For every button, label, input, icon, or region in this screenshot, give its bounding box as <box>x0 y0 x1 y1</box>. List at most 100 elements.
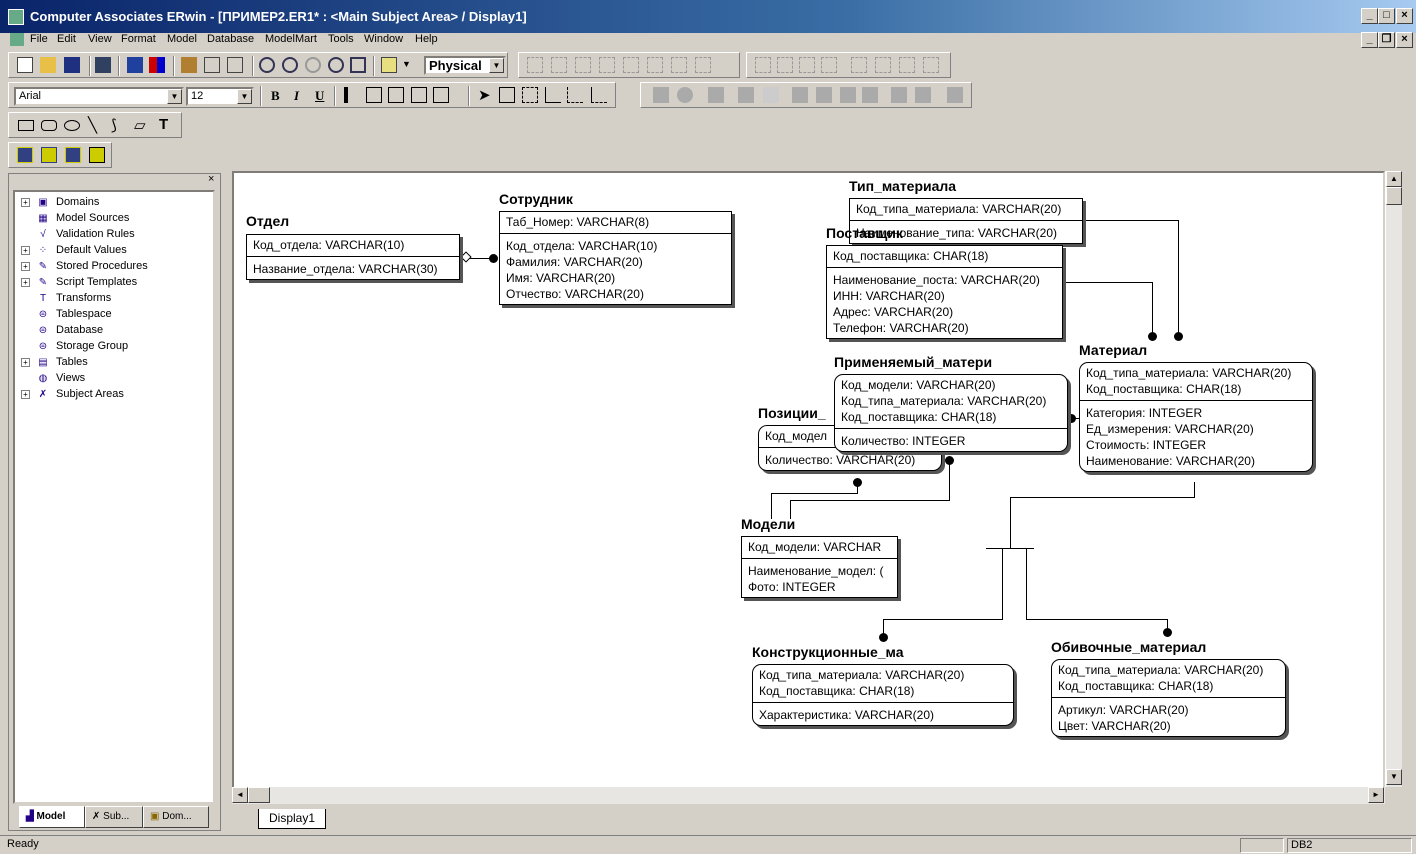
new-icon[interactable] <box>17 57 33 73</box>
tab-subject-areas[interactable]: ✗ Sub... <box>85 806 143 828</box>
relationship-poz-modeli[interactable] <box>857 481 858 493</box>
tree-item-subject-areas[interactable]: +✗Subject Areas <box>21 386 124 402</box>
menu-tools[interactable]: Tools <box>328 33 354 45</box>
text-color-icon[interactable] <box>366 87 382 103</box>
db-9-icon[interactable] <box>891 87 907 103</box>
vertical-scroll-thumb[interactable] <box>1386 187 1402 205</box>
mdi-restore-button[interactable]: ❐ <box>1378 32 1395 48</box>
entity-name[interactable]: Позиции_ <box>758 405 826 421</box>
polyline-icon[interactable]: ⟆ <box>111 117 117 134</box>
font-color-icon[interactable] <box>411 87 427 103</box>
align-8-icon[interactable] <box>923 57 939 73</box>
mm-1-icon[interactable] <box>17 147 33 163</box>
attribute[interactable]: Артикул: VARCHAR(20) <box>1058 703 1189 717</box>
minimize-button[interactable]: _ <box>1361 8 1378 24</box>
comment-icon[interactable] <box>227 57 243 73</box>
db-7-icon[interactable] <box>840 87 856 103</box>
close-button[interactable]: × <box>1396 8 1413 24</box>
attribute[interactable]: Наименование_модел: ( <box>748 564 884 578</box>
attribute[interactable]: Отчество: VARCHAR(20) <box>506 287 644 301</box>
key-attribute[interactable]: Таб_Номер: VARCHAR(8) <box>506 215 650 229</box>
entity-tip-materiala[interactable]: Код_типа_материала: VARCHAR(20) Наименов… <box>849 198 1083 244</box>
scroll-right-icon[interactable]: ► <box>1368 787 1384 803</box>
tree-item-default-values[interactable]: +⁘Default Values <box>21 242 127 258</box>
category-tool-icon[interactable] <box>522 87 538 103</box>
layout-6-icon[interactable] <box>647 57 663 73</box>
entity-name[interactable]: Применяемый_матери <box>834 354 993 370</box>
polygon-icon[interactable]: ▱ <box>134 117 146 134</box>
menu-edit[interactable]: Edit <box>57 33 76 45</box>
relationship-prim-modeli[interactable] <box>949 458 950 500</box>
zoom-normal-icon[interactable] <box>305 57 321 73</box>
display-level-icon[interactable] <box>381 57 397 73</box>
align-6-icon[interactable] <box>875 57 891 73</box>
layout-7-icon[interactable] <box>671 57 687 73</box>
horizontal-scroll-thumb[interactable] <box>248 787 270 803</box>
key-attribute[interactable]: Код_поставщика: CHAR(18) <box>759 684 915 698</box>
subtype-relationship[interactable] <box>1194 482 1195 497</box>
erwin-app-icon[interactable] <box>8 9 24 25</box>
zoom-all-icon[interactable] <box>350 57 366 73</box>
entity-name[interactable]: Отдел <box>246 213 290 229</box>
pointer-tool-icon[interactable]: ➤ <box>478 87 491 104</box>
key-attribute[interactable]: Код_отдела: VARCHAR(10) <box>253 238 405 252</box>
vertical-scrollbar[interactable]: ▲ ▼ <box>1385 171 1402 804</box>
lock-icon[interactable] <box>708 87 724 103</box>
entity-material[interactable]: Код_типа_материала: VARCHAR(20) Код_пост… <box>1079 362 1313 472</box>
mm-4-icon[interactable] <box>89 147 105 163</box>
menu-help[interactable]: Help <box>415 33 438 45</box>
entity-konstruktsionnye[interactable]: Код_типа_материала: VARCHAR(20) Код_пост… <box>752 664 1014 726</box>
attribute[interactable]: Характеристика: VARCHAR(20) <box>759 708 935 722</box>
attribute[interactable]: Цвет: VARCHAR(20) <box>1058 719 1171 733</box>
font-name-select[interactable]: Arial▼ <box>14 87 184 106</box>
mdi-close-button[interactable]: × <box>1396 32 1413 48</box>
layout-4-icon[interactable] <box>599 57 615 73</box>
save-icon[interactable] <box>64 57 80 73</box>
tree-item-database[interactable]: ⊜Database <box>21 322 103 338</box>
entity-name[interactable]: Материал <box>1079 342 1148 358</box>
attribute[interactable]: Фамилия: VARCHAR(20) <box>506 255 643 269</box>
model-mode-select[interactable]: Physical▼ <box>424 56 506 75</box>
menu-model[interactable]: Model <box>167 33 197 45</box>
many-to-many-relationship-icon[interactable] <box>567 87 583 103</box>
attribute[interactable]: Название_отдела: VARCHAR(30) <box>253 262 438 276</box>
display-level-dropdown-icon[interactable]: ▼ <box>402 59 411 69</box>
diagram-canvas[interactable]: Отдел Код_отдела: VARCHAR(10) Название_о… <box>232 171 1385 804</box>
align-2-icon[interactable] <box>777 57 793 73</box>
expand-icon[interactable]: + <box>21 261 30 271</box>
color-icon[interactable] <box>149 57 165 73</box>
attribute[interactable]: Адрес: VARCHAR(20) <box>833 305 954 319</box>
align-5-icon[interactable] <box>851 57 867 73</box>
tree-item-model-sources[interactable]: ▦Model Sources <box>21 210 129 226</box>
db-4-icon[interactable] <box>763 87 779 103</box>
menu-view[interactable]: View <box>88 33 112 45</box>
line-icon[interactable]: ╲ <box>88 117 98 134</box>
expand-icon[interactable]: + <box>21 277 30 287</box>
menu-file[interactable]: File <box>30 33 48 45</box>
menu-modelmart[interactable]: ModelMart <box>265 33 317 45</box>
entity-otdel[interactable]: Код_отдела: VARCHAR(10) Название_отдела:… <box>246 234 460 280</box>
entity-name[interactable]: Поставщик <box>826 225 903 241</box>
menu-database[interactable]: Database <box>207 33 255 45</box>
key-attribute[interactable]: Код_типа_материала: VARCHAR(20) <box>841 394 1047 408</box>
relationship-otdel-sotrudnik[interactable] <box>462 258 492 259</box>
entity-obivochnye[interactable]: Код_типа_материала: VARCHAR(20) Код_пост… <box>1051 659 1286 737</box>
key-attribute[interactable]: Код_типа_материала: VARCHAR(20) <box>1086 366 1292 380</box>
attribute[interactable]: Ед_измерения: VARCHAR(20) <box>1086 422 1254 436</box>
mm-3-icon[interactable] <box>65 147 81 163</box>
zoom-out-icon[interactable] <box>259 57 275 73</box>
mdi-minimize-button[interactable]: _ <box>1361 32 1378 48</box>
entity-primenyaemyi-material[interactable]: Код_модели: VARCHAR(20) Код_типа_материа… <box>834 374 1068 452</box>
underline-icon[interactable]: U <box>315 88 325 103</box>
identifying-relationship-icon[interactable] <box>545 87 561 103</box>
layout-3-icon[interactable] <box>575 57 591 73</box>
menu-window[interactable]: Window <box>364 33 404 45</box>
copy-model-icon[interactable] <box>127 57 143 73</box>
key-attribute[interactable]: Код_поставщика: CHAR(18) <box>1086 382 1242 396</box>
attribute-display-icon[interactable] <box>204 57 220 73</box>
key-attribute[interactable]: Код_модели: VARCHAR <box>748 540 882 554</box>
attribute[interactable]: Количество: VARCHAR(20) <box>765 453 916 467</box>
db-8-icon[interactable] <box>862 87 878 103</box>
expand-icon[interactable]: + <box>21 197 30 207</box>
